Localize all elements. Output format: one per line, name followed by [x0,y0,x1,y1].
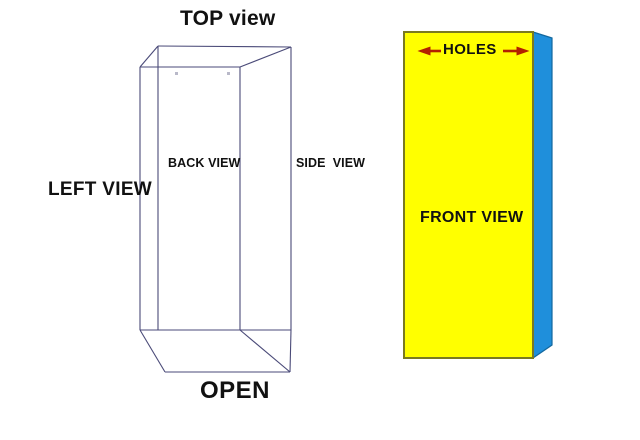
front-face-yellow [403,31,534,359]
hole-mark-right [227,72,230,75]
open-box-wireframe [139,45,292,373]
holes-arrow-right [503,46,530,56]
holes-arrow-right-head [516,46,530,56]
side-face-blue [532,31,553,360]
holes-arrows-group [417,46,530,56]
label-side-view: SIDE VIEW [296,156,366,170]
label-back-view: BACK VIEW [168,156,241,170]
label-top-view: TOP view [180,7,276,30]
label-left-view: LEFT VIEW [48,179,153,200]
label-front-view: FRONT VIEW [420,209,524,226]
box-edge-floor-right-depth [289,329,292,373]
box-edge-top-right-depth [239,46,292,68]
label-holes: HOLES [443,41,497,58]
label-open: OPEN [200,377,271,404]
holes-arrow-left [417,46,441,56]
front-view-solid-box [403,31,553,360]
holes-arrow-left-head [417,46,431,56]
box-edge-floor-diag [239,329,291,373]
hole-mark-left [175,72,178,75]
box-edge-top-rear [157,45,292,48]
hole-marks-group [175,72,230,75]
box-edge-top-left-depth [139,45,159,68]
box-edge-floor-left-depth [139,329,166,373]
